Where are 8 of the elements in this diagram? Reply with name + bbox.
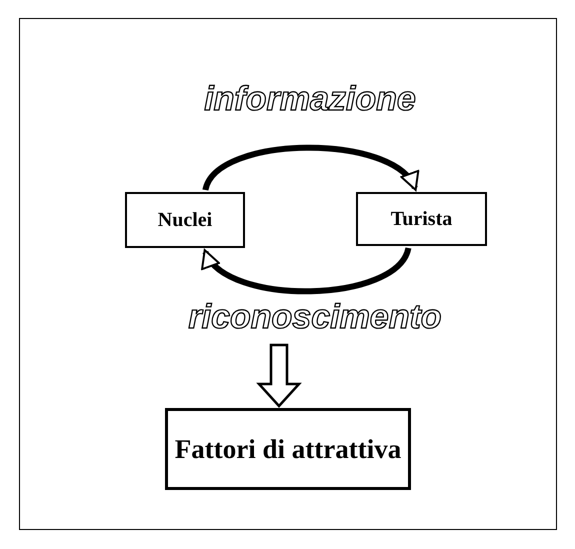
- process-box: Fattori di attrattiva: [165, 408, 411, 490]
- edge-label: riconoscimento: [188, 300, 442, 334]
- process-box: Nuclei: [125, 192, 245, 248]
- curved-arrow: [202, 144, 418, 192]
- process-box: Turista: [356, 192, 487, 246]
- edge-label: informazione: [204, 82, 416, 116]
- curved-arrow: [202, 246, 412, 294]
- block-arrow: [256, 344, 302, 408]
